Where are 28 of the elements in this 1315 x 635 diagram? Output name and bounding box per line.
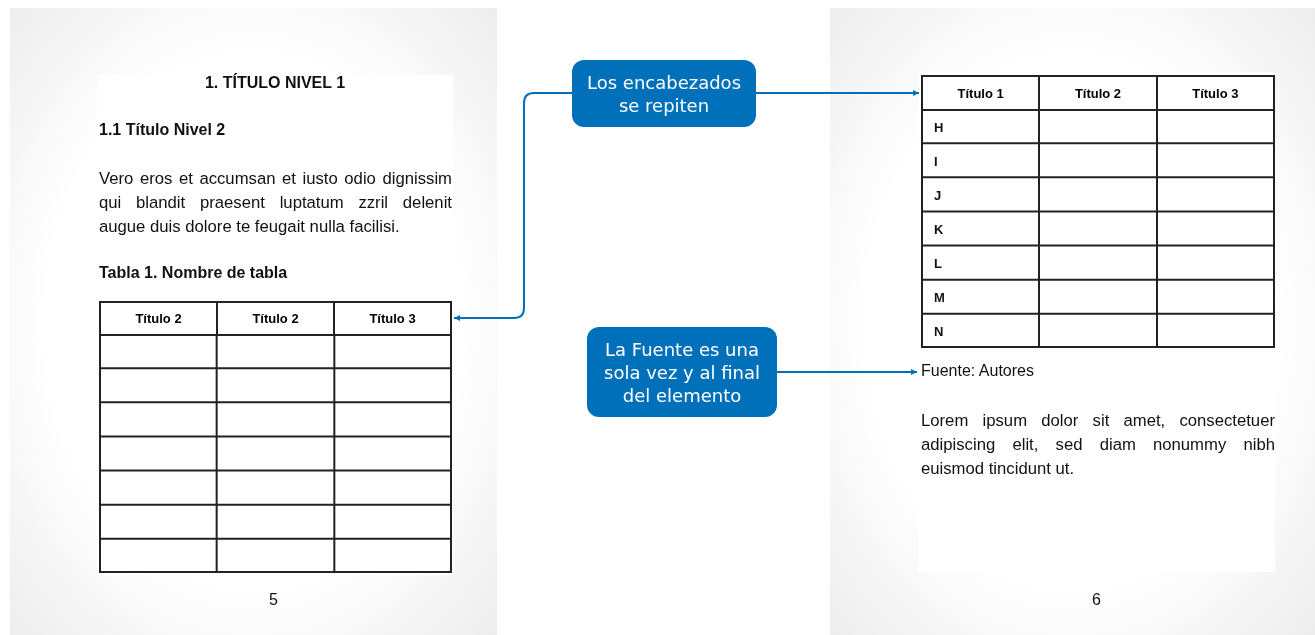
column-header: Título 3 [1155, 77, 1273, 109]
column-header: Título 3 [333, 303, 450, 334]
body-paragraph: Vero eros et accumsan et iusto odio dignissim qui blandit praesent luptatum zzril delenit augue duis dolore te feugait nulla facilisi. [99, 168, 452, 238]
row-label: I [934, 154, 938, 169]
table-header-row [99, 301, 452, 336]
row-label: K [934, 222, 944, 237]
table-caption: Tabla 1. Nombre de tabla [99, 264, 288, 282]
column-header: Título 2 [134, 310, 183, 328]
row-label: M [934, 290, 945, 305]
callout-box: Los encabezados se repiten [572, 60, 756, 127]
section-heading: 1. TÍTULO NIVEL 1 [203, 74, 347, 92]
page-number: 6 [1092, 591, 1101, 609]
row-label: J [934, 188, 942, 203]
arrow [755, 90, 920, 96]
column-header: Título 2 [1038, 77, 1156, 109]
row-label: H [934, 120, 944, 135]
subsection-heading: 1.1 Título Nivel 2 [99, 121, 226, 139]
arrow [453, 92, 573, 321]
page-number: 5 [269, 591, 278, 609]
source-note: Fuente: Autores [921, 362, 1034, 380]
callout-box: La Fuente es una sola vez y al final del elemento [587, 327, 777, 417]
row-label: N [934, 324, 944, 339]
table-header-row [921, 75, 1275, 111]
arrow [776, 369, 918, 375]
column-header: Título 2 [216, 303, 333, 334]
column-header: Título 1 [956, 84, 1005, 103]
body-paragraph: Lorem ipsum dolor sit amet, consectetuer adipiscing elit, sed diam nonummy nibh euismod tincidunt ut. [921, 410, 1275, 480]
row-label: L [934, 256, 942, 271]
